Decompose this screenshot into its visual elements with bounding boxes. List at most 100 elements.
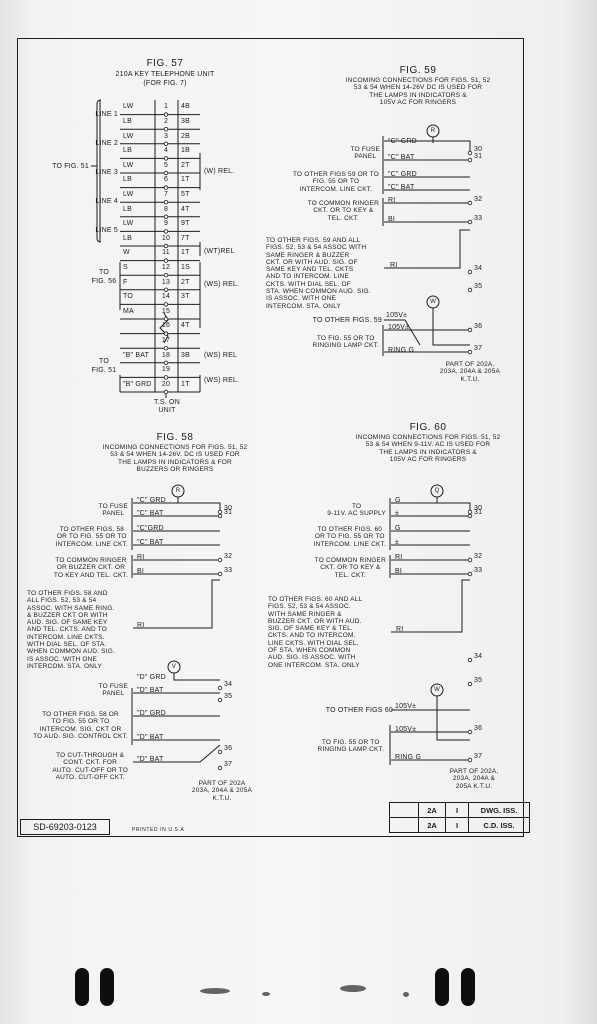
terminal-number: 37	[224, 761, 233, 768]
fig57-right-lead: 2T	[181, 278, 190, 286]
fig57-left-lead: "B" GRD	[123, 380, 152, 388]
fig57-left-lead: LB	[123, 234, 132, 242]
terminal-dot	[467, 157, 473, 163]
terminal-number: 30	[474, 146, 483, 153]
rev-cell-issue: 2A	[418, 817, 446, 833]
fig57-right-lead: 1B	[181, 147, 190, 155]
rev-cell-type: C.D. ISS.	[468, 817, 530, 833]
fig57-unit: UNIT	[158, 407, 176, 414]
fig60-to-other: TO OTHER FIGS. 60 OR TO FIG. 55 OR TO IN…	[313, 526, 386, 548]
fig60-caption: INCOMING CONNECTIONS FOR FIGS. 51, 52 53…	[355, 434, 501, 463]
rev-cell-number: I	[445, 817, 469, 833]
fig57-terminal-dot	[163, 258, 169, 263]
terminal-dot	[217, 513, 223, 519]
terminal-number: 30	[224, 505, 233, 512]
terminal-dot	[467, 269, 473, 275]
fig57-terminal-dot	[163, 302, 169, 307]
fig59-to-other: TO OTHER FIGS 59 OR TO FIG. 55 OR TO INT…	[292, 171, 379, 193]
terminal-dot	[467, 150, 473, 156]
fig58-c-grd: "C" GRD	[137, 497, 166, 504]
terminal-number: 31	[474, 153, 483, 160]
fig57-left-lead: LW	[123, 161, 134, 169]
fig57-terminal-number: 11	[162, 249, 170, 257]
terminal-dot	[467, 327, 473, 333]
fig57-left-lead: LB	[123, 176, 132, 184]
terminal-dot	[467, 657, 473, 663]
fig57-left-lead: MA	[123, 307, 134, 315]
fig57-w-rel: (W) REL.	[204, 168, 235, 175]
fig57-terminal-dot	[163, 375, 169, 380]
fig59-to-fuse: TO FUSE PANEL	[350, 146, 380, 161]
terminal-number: 34	[474, 265, 483, 272]
fig60-title: FIG. 60	[409, 422, 447, 433]
rev-cell-issue: 2A	[418, 802, 446, 818]
terminal-number: 36	[224, 745, 233, 752]
smudge-mark-icon	[200, 988, 230, 994]
fig58-d-grd: "D" GRD	[137, 674, 166, 681]
fig58-c-grd2: "C"GRD	[137, 525, 164, 532]
fig58-part: PART OF 202A 203A, 204A & 205A K.T.U.	[191, 780, 253, 802]
fig60-g2: G	[395, 525, 401, 532]
fig58-to-fuse2: TO FUSE PANEL	[98, 683, 128, 698]
terminal-number: 33	[474, 567, 483, 574]
fig58-v-lamp-label: V	[171, 664, 177, 670]
fig57-right-lead: 1S	[181, 263, 190, 271]
fig59-c-bat2: "C" BAT	[388, 184, 415, 191]
fig59-105v-b: 105V±	[388, 324, 410, 331]
fig58-bi: BI	[137, 568, 145, 575]
fig57-terminal-dot	[163, 214, 169, 219]
fig57-terminal-dot	[163, 360, 169, 365]
fig58-r-lamp-label: R	[175, 488, 181, 494]
fig57-terminal-number: 10	[161, 234, 171, 242]
terminal-number: 31	[224, 509, 233, 516]
fig57-terminal-number: 9	[163, 220, 169, 228]
fig57-left-lead: LB	[123, 117, 132, 125]
fig59-bi: BI	[388, 216, 396, 223]
fig57-terminal-number: 12	[161, 263, 171, 271]
fig60-long-note: TO OTHER FIGS. 60 AND ALL FIGS. 52, 53 &…	[268, 596, 363, 669]
fig57-right-lead: 1T	[181, 176, 190, 184]
fig58-title: FIG. 58	[156, 432, 194, 443]
fig60-ring-g: RING G	[395, 754, 422, 761]
revision-table: 2A I DWG. ISS. 2A I C.D. ISS.	[389, 802, 530, 833]
fig57-right-lead: 3B	[181, 351, 190, 359]
fig58-long-note: TO OTHER FIGS. 58 AND ALL FIGS. 52, 53 &…	[27, 590, 115, 670]
fig60-to-other-60: TO OTHER FIGS 60	[325, 707, 393, 714]
fig57-terminal-number: 16	[161, 322, 171, 330]
binder-hole-icon	[461, 968, 475, 1006]
fig57-right-lead: 1T	[181, 249, 190, 257]
fig57-terminal-dot	[163, 287, 169, 292]
terminal-dot	[467, 681, 473, 687]
terminal-number: 36	[474, 725, 483, 732]
terminal-dot	[467, 287, 473, 293]
fig57-right-lead: 4B	[181, 103, 190, 111]
fig57-subtitle: 210A KEY TELEPHONE UNIT	[115, 71, 215, 78]
fig57-terminal-number: 20	[161, 380, 171, 388]
fig57-ws-rel3: (WS) REL.	[204, 377, 240, 384]
fig58-to-cut: TO CUT-THROUGH & CONT. CKT. FOR AUTO. CU…	[52, 752, 128, 781]
fig60-pm2: ±	[395, 539, 400, 546]
terminal-dot	[217, 571, 223, 577]
fig57-line-label: LINE 1	[95, 110, 118, 118]
terminal-dot	[467, 349, 473, 355]
fig59-w-lamp-label: W	[430, 299, 436, 305]
binder-hole-icon	[75, 968, 89, 1006]
fig57-ts-on: T.S. ON	[154, 399, 180, 406]
smudge-mark-icon	[403, 992, 409, 997]
fig60-105v-b: 105V±	[395, 726, 417, 733]
fig59-to-common: TO COMMON RINGER CKT. OR TO KEY & TEL. C…	[307, 200, 379, 222]
fig59-r-lamp-label: R	[430, 128, 436, 134]
fig57-terminal-number: 2	[163, 117, 169, 125]
fig60-to-supply: TO 9-11V. AC SUPPLY	[327, 503, 386, 518]
terminal-number: 32	[474, 196, 483, 203]
fig60-pm: ±	[395, 510, 400, 517]
fig57-terminal-dot	[163, 170, 169, 176]
terminal-dot	[467, 219, 473, 225]
fig57-left-lead: W	[123, 249, 130, 257]
fig58-ri: RI	[137, 554, 145, 561]
fig59-ring-g: RING G	[388, 347, 415, 354]
binder-hole-icon	[100, 968, 114, 1006]
fig57-left-lead: LW	[123, 132, 134, 140]
fig57-terminal-dot	[163, 199, 169, 205]
